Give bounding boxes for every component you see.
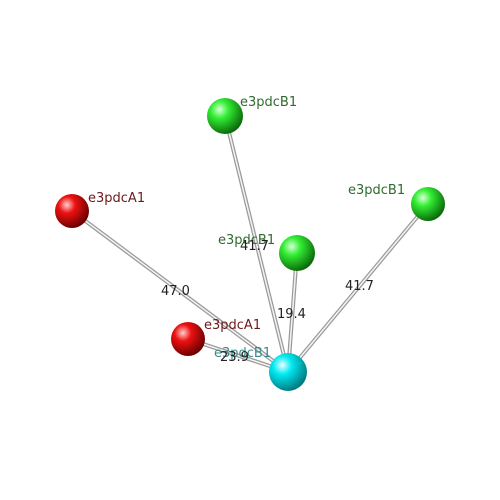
bond-n1 — [223, 115, 290, 373]
bond-n4 — [286, 202, 430, 374]
green-sphere-n3[interactable] — [279, 235, 315, 271]
red-sphere-n5[interactable] — [171, 322, 205, 356]
distance-label-n4: 41.7 — [345, 279, 374, 294]
bond-n3 — [286, 252, 299, 373]
distance-label-n5: 23.9 — [220, 350, 249, 365]
distance-label-n2: 47.0 — [161, 284, 190, 299]
green-sphere-n4[interactable] — [411, 187, 445, 221]
distance-label-n1: 41.7 — [240, 239, 269, 254]
atom-label-n5: e3pdcA1 — [204, 318, 261, 333]
atom-label-n2: e3pdcA1 — [88, 191, 145, 206]
red-sphere-n2[interactable] — [55, 194, 89, 228]
atom-label-n4: e3pdcB1 — [348, 183, 405, 198]
atom-label-center: e3pdcB1 — [214, 346, 271, 361]
atom-label-n3: e3pdcB1 — [218, 233, 275, 248]
distance-label-n3: 19.4 — [277, 307, 306, 322]
atom-label-n1: e3pdcB1 — [240, 95, 297, 110]
cyan-sphere-center[interactable] — [269, 353, 307, 391]
bond-n2 — [70, 209, 290, 374]
green-sphere-n1[interactable] — [207, 98, 243, 134]
